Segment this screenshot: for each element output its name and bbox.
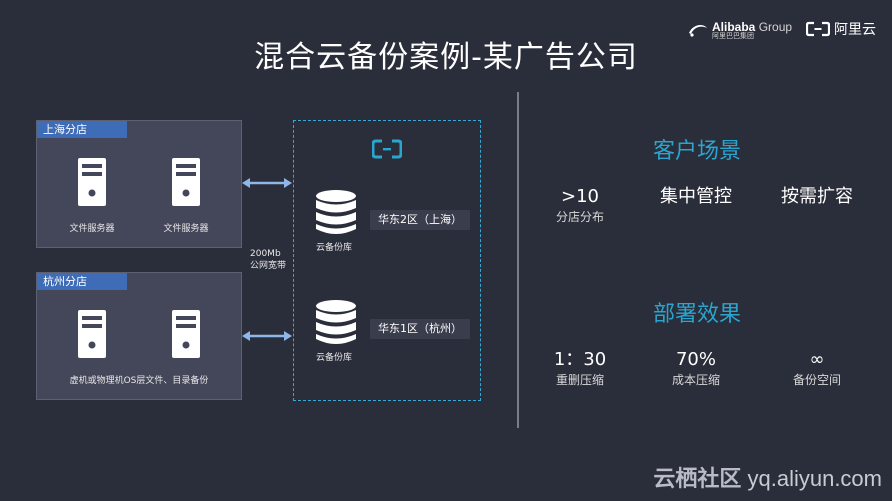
metric-value: 1：30 (553, 349, 607, 370)
metric-space: ∞ 备份空间 (757, 349, 877, 389)
storage-label: 云备份库 (316, 353, 353, 363)
database-icon (316, 190, 356, 234)
server-icon (78, 310, 106, 358)
aliyun-logo: 阿里云 (806, 19, 876, 39)
metric-central-control: 集中管控 (636, 186, 756, 208)
double-arrow-icon (242, 178, 292, 188)
metric-cost: 70% 成本压缩 (636, 349, 756, 389)
aliyun-cloud-icon (372, 139, 402, 159)
branch-label: 上海分店 (37, 121, 127, 138)
metric-sub: 备份空间 (792, 373, 841, 387)
server-icon (172, 158, 200, 206)
aliyun-text: 阿里云 (834, 22, 876, 38)
server-label: 文件服务器 (163, 224, 209, 234)
alibaba-text: Alibaba (712, 19, 756, 34)
watermark: 云栖社区 yq.aliyun.com (653, 461, 882, 493)
vertical-divider (517, 92, 519, 428)
watermark-brand: 云栖社区 (653, 466, 742, 491)
metric-dedup: 1：30 重删压缩 (520, 349, 640, 389)
page-title: 混合云备份案例-某广告公司 (254, 40, 638, 75)
server-label: 文件服务器 (69, 224, 115, 234)
bandwidth-type: 公网宽带 (250, 261, 287, 271)
storage-label: 云备份库 (316, 243, 353, 253)
alibaba-swirl-icon (689, 25, 707, 37)
branch-panel-hangzhou: 杭州分店 虚机或物理机OS层文件、目录备份 (36, 272, 242, 400)
metric-value: 集中管控 (660, 186, 732, 207)
customer-scenario-title: 客户场景 (652, 139, 741, 164)
backup-scope-caption: 虚机或物理机OS层文件、目录备份 (69, 376, 209, 386)
alibaba-group-logo: Alibaba Group 阿里巴巴集团 (687, 17, 792, 43)
metric-branches: >10 分店分布 (520, 186, 640, 226)
branch-label: 杭州分店 (37, 273, 127, 290)
metric-value: ∞ (809, 349, 825, 370)
region-tag: 华东2区（上海） (370, 210, 470, 230)
metric-value: 70% (675, 349, 716, 370)
metric-sub: 重删压缩 (555, 373, 604, 387)
alibaba-chinese-text: 阿里巴巴集团 (712, 31, 754, 40)
metric-sub: 成本压缩 (671, 373, 720, 387)
double-arrow-icon (242, 331, 292, 341)
bandwidth-label: 200Mb 公网宽带 (250, 248, 286, 272)
branch-panel-shanghai: 上海分店 文件服务器 文件服务器 (36, 120, 242, 248)
cloud-region-box: 云备份库 华东2区（上海） 云备份库 华东1区（杭州） (293, 120, 481, 401)
group-text: Group (758, 19, 793, 34)
deployment-effect-title: 部署效果 (652, 302, 741, 327)
server-icon (78, 158, 106, 206)
metric-sub: 分店分布 (555, 210, 604, 224)
metric-value: >10 (561, 186, 599, 207)
server-icon (172, 310, 200, 358)
database-icon (316, 300, 356, 344)
bandwidth-value: 200Mb (250, 249, 281, 259)
metric-on-demand: 按需扩容 (757, 186, 877, 208)
aliyun-logo-icon (806, 21, 830, 37)
watermark-domain: yq.aliyun.com (747, 466, 882, 491)
region-tag: 华东1区（杭州） (370, 319, 470, 339)
metric-value: 按需扩容 (781, 186, 853, 207)
